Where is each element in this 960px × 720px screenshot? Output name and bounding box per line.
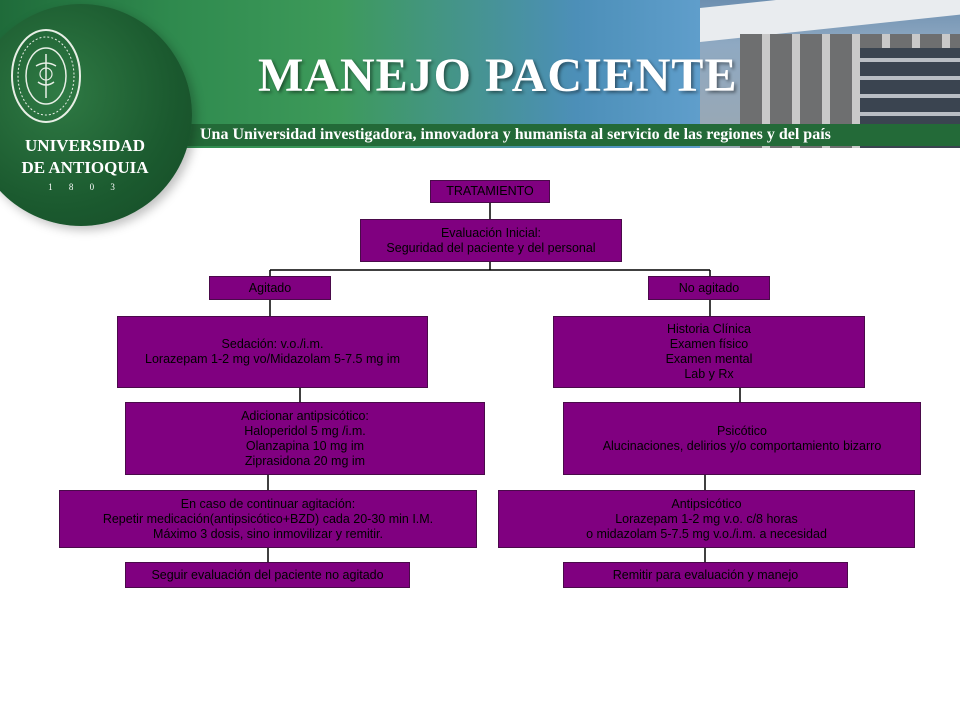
node-psychotic-label: Psicótico Alucinaciones, delirios y/o co… <box>602 423 882 453</box>
node-agitated-label: Agitado <box>248 280 292 295</box>
node-continued-agitation: En caso de continuar agitación: Repetir … <box>59 490 477 548</box>
building-photo <box>700 0 960 148</box>
subtitle-bar <box>150 124 960 146</box>
node-refer: Remitir para evaluación y manejo <box>563 562 848 588</box>
page-title: MANEJO PACIENTE <box>258 49 738 102</box>
node-refer-label: Remitir para evaluación y manejo <box>612 567 799 582</box>
node-initial-evaluation: Evaluación Inicial: Seguridad del pacien… <box>360 219 622 262</box>
node-clinical-history: Historia Clínica Examen físico Examen me… <box>553 316 865 388</box>
university-logo: UNIVERSIDAD DE ANTIOQUIA 1 8 0 3 <box>0 4 192 226</box>
node-antipsychotic-regimen-label: Antipsicótico Lorazepam 1-2 mg v.o. c/8 … <box>586 496 827 541</box>
node-sedation: Sedación: v.o./i.m. Lorazepam 1-2 mg vo/… <box>117 316 428 388</box>
node-not-agitated-label: No agitado <box>678 280 740 295</box>
node-treatment: TRATAMIENTO <box>430 180 550 203</box>
logo-name-line1: UNIVERSIDAD <box>25 136 145 155</box>
node-follow-evaluation-label: Seguir evaluación del paciente no agitad… <box>151 567 384 582</box>
logo-name-line2: DE ANTIOQUIA <box>21 158 149 177</box>
node-clinical-history-label: Historia Clínica Examen físico Examen me… <box>665 322 753 381</box>
node-sedation-label: Sedación: v.o./i.m. Lorazepam 1-2 mg vo/… <box>145 337 400 366</box>
node-psychotic: Psicótico Alucinaciones, delirios y/o co… <box>563 402 921 475</box>
node-add-antipsychotic: Adicionar antipsicótico: Haloperidol 5 m… <box>125 402 485 475</box>
university-seal-icon <box>11 29 81 123</box>
node-continued-agitation-label: En caso de continuar agitación: Repetir … <box>102 496 434 541</box>
node-agitated: Agitado <box>209 276 331 300</box>
node-antipsychotic-regimen: Antipsicótico Lorazepam 1-2 mg v.o. c/8 … <box>498 490 915 548</box>
header-banner: MANEJO PACIENTE Una Universidad investig… <box>0 0 960 148</box>
page-subtitle: Una Universidad investigadora, innovador… <box>200 126 831 143</box>
node-initial-evaluation-label: Evaluación Inicial: Seguridad del pacien… <box>386 225 596 255</box>
node-follow-evaluation: Seguir evaluación del paciente no agitad… <box>125 562 410 588</box>
logo-year: 1 8 0 3 <box>48 182 122 192</box>
node-add-antipsychotic-label: Adicionar antipsicótico: Haloperidol 5 m… <box>241 408 369 468</box>
node-treatment-label: TRATAMIENTO <box>446 184 534 198</box>
node-not-agitated: No agitado <box>648 276 770 300</box>
